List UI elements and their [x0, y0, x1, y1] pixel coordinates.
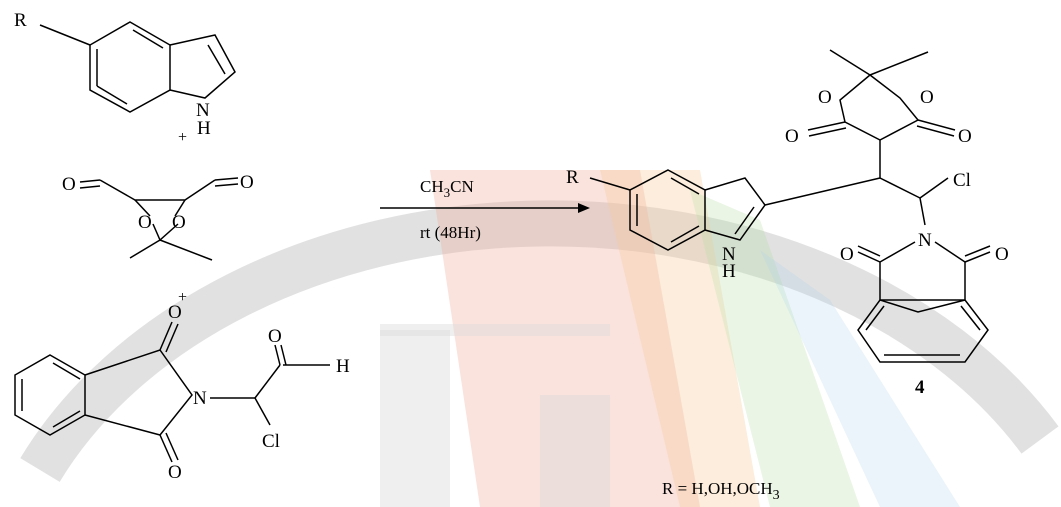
watermark-green-block — [690, 190, 860, 507]
product-meldrum-o-carbonyl-left: O — [785, 126, 799, 147]
watermark-orange-block — [600, 170, 760, 507]
product-meldrum-o-right: O — [920, 87, 934, 108]
watermark-column-right — [540, 395, 610, 507]
nh-h-label: H — [197, 118, 211, 139]
reactant-cl: Cl — [262, 431, 280, 452]
meldrum-o-right: O — [240, 172, 254, 193]
plus-sign-2: + — [178, 289, 187, 306]
svg-text:CH3CN: CH3CN — [420, 177, 474, 200]
watermark — [20, 170, 1059, 507]
solvent-ch: CH — [420, 177, 444, 196]
reaction-arrow: CH3CN rt (48Hr) — [380, 177, 590, 242]
indole-reactant: R N H — [14, 10, 236, 139]
product-imide-o-left: O — [840, 244, 854, 265]
product-meldrum-o-carbonyl-right: O — [958, 126, 972, 147]
phthalimide-reactant: O O N O H Cl — [14, 302, 350, 483]
indole-pyrrole-ring — [169, 34, 236, 99]
conditions-label: rt (48Hr) — [420, 223, 481, 242]
product-4: R N H Cl O O O O N O O 4 — [566, 49, 1009, 398]
meldrum-o-ring-right: O — [172, 212, 186, 233]
product-nh-h: H — [722, 261, 736, 282]
aldehyde-o: O — [268, 326, 282, 347]
product-benzo-ring — [857, 299, 989, 363]
meldrum-upper-chain — [99, 179, 216, 201]
product-number: 4 — [915, 377, 925, 398]
imide-n: N — [193, 388, 207, 409]
product-imide-o-right: O — [995, 244, 1009, 265]
product-r-label: R — [566, 167, 579, 188]
meldrum-o-ring-left: O — [138, 212, 152, 233]
watermark-blue-block — [760, 250, 960, 507]
meldrums-acid-reactant: O O O O — [62, 172, 254, 261]
solvent-cn: CN — [450, 177, 474, 196]
product-cl: Cl — [953, 170, 971, 191]
meldrum-o-left: O — [62, 174, 76, 195]
indole-benzene-ring — [89, 21, 171, 113]
imide-o-bottom: O — [168, 462, 182, 483]
r-bond — [39, 24, 91, 46]
imide-o-top: O — [168, 302, 182, 323]
substituent-sub: 3 — [773, 488, 780, 503]
watermark-column-left — [380, 330, 450, 507]
substituent-prefix: R = H,OH,OCH — [662, 479, 773, 498]
watermark-red-block — [430, 170, 700, 507]
nh-n-label: N — [196, 100, 210, 121]
product-meldrum-o-left: O — [818, 87, 832, 108]
imide-ring — [84, 349, 193, 436]
product-imide-n: N — [918, 230, 932, 251]
product-nh-n: N — [722, 244, 736, 265]
r-label: R — [14, 10, 27, 31]
substituent-legend: R = H,OH,OCH3 — [662, 479, 780, 503]
watermark-ring — [20, 200, 1059, 482]
plus-sign-1: + — [178, 129, 187, 146]
solvent-sub: 3 — [444, 185, 451, 200]
aldehyde-h: H — [336, 356, 350, 377]
